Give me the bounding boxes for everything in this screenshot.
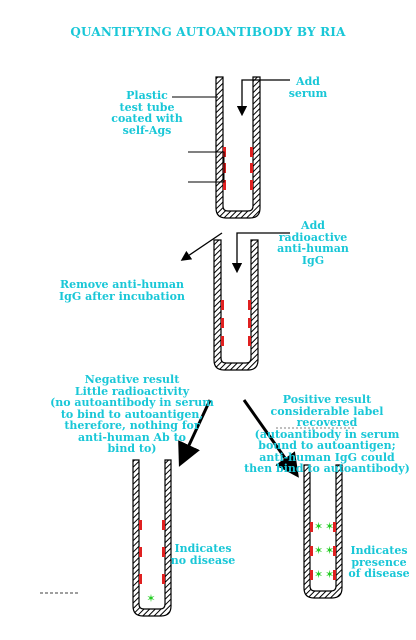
svg-text:✶: ✶ (314, 568, 323, 581)
svg-text:✶: ✶ (314, 520, 323, 533)
negative-antigens (139, 520, 165, 584)
negative-arrow (178, 399, 212, 467)
add-igg-arrow (231, 232, 290, 274)
tube-positive: ✶ ✶ ✶ ✶ ✶ ✶ (303, 464, 343, 599)
add-igg-label: Add radioactive anti-human IgG (277, 219, 349, 267)
tube-2 (180, 232, 290, 371)
self-ag-pointer (188, 151, 225, 183)
add-serum-label: Add serum (288, 75, 328, 100)
positive-result-text: Positive result considerable label recov… (244, 393, 410, 476)
add-serum-arrow (236, 79, 290, 117)
tube-1-antigens (223, 147, 253, 190)
svg-text:✶: ✶ (325, 520, 334, 533)
tube-negative: ✶ (132, 459, 172, 617)
tube-coating-label: Plastic test tube coated with self-Ags (111, 89, 183, 137)
negative-result-text: Negative result Little radioactivity (no… (50, 373, 214, 456)
tube-1 (172, 76, 290, 219)
positive-arrow (242, 399, 299, 478)
negative-indicates: Indicates no disease (170, 542, 236, 567)
positive-indicates: Indicates presence of disease (348, 544, 410, 581)
svg-text:✶: ✶ (314, 544, 323, 557)
svg-text:✶: ✶ (325, 544, 334, 557)
remove-igg-arrow (180, 232, 223, 261)
positive-antigens (310, 522, 336, 580)
stray-antibody: ✶ (146, 592, 155, 605)
tube-2-antigens (221, 300, 251, 346)
bound-antibodies: ✶ ✶ ✶ ✶ ✶ ✶ (314, 520, 334, 581)
svg-text:✶: ✶ (325, 568, 334, 581)
remove-igg-label: Remove anti-human IgG after incubation (59, 278, 185, 303)
diagram-title: QUANTIFYING AUTOANTIBODY BY RIA (70, 25, 346, 39)
